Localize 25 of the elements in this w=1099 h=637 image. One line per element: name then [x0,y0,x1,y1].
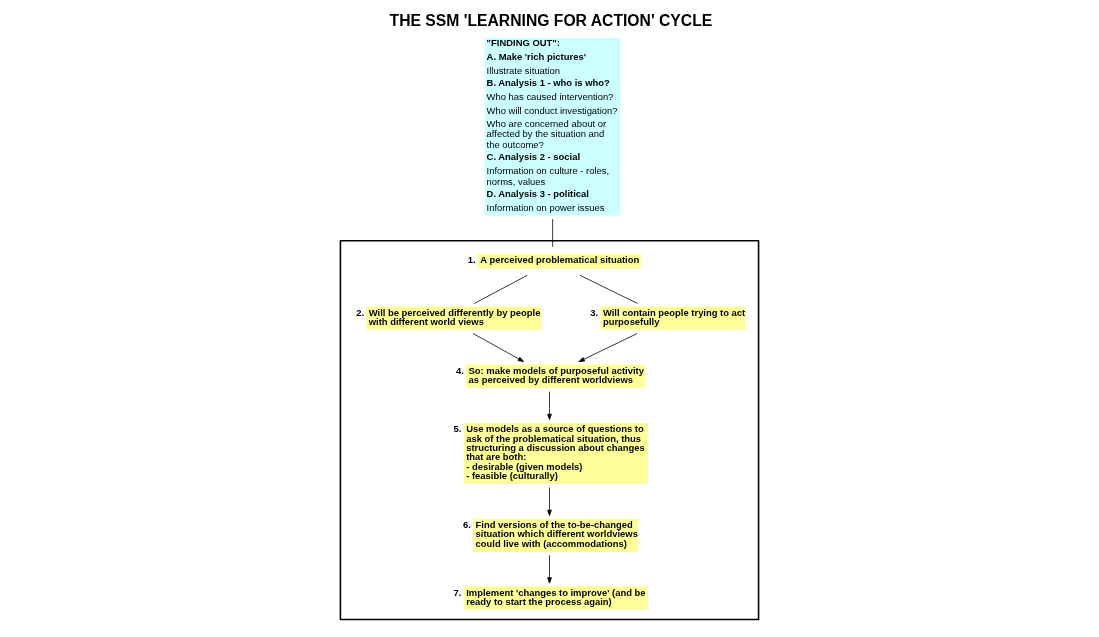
arrow [472,333,525,362]
connector [473,274,528,304]
node-box: So: make models of purposeful activity as perceived by different worldviews [466,364,646,389]
node-box: Use models as a source of questions to ask of the problematical situation, thus structuring a discussion about changes that are both: - desirable (given models) - feasible (culturally) [463,423,648,485]
node-box: Implement 'changes to improve' (and be ready to start the process again) [463,586,648,611]
connector [552,218,554,248]
node-label: 5. [453,423,462,435]
arrow [578,333,638,363]
node-box: Will contain people trying to act purposefully [600,306,746,331]
node-label: 4. [455,364,464,376]
node-box: Find versions of the to-be-changed situation which different worldviews could live with (accommodations) [473,518,639,552]
cluster [339,239,760,621]
node-box: Will be perceived differently by people with different world views [366,306,542,331]
node-label: 7. [453,586,462,598]
node-label: 1. [467,254,476,266]
node-box: "FINDING OUT": A. Make 'rich pictures' Illustrate situation B. Analysis 1 - who is who? Who has caused intervention? Who will conduct investigation? Who are concerned about or affected by the situation and the outcome? C. Analysis 2 - social Information on culture - roles, norms, values D. Analysis 3 - political Information on power issues [484,37,621,216]
arrow [547,487,552,517]
node-label: 3. [590,306,599,318]
node-box: A perceived problematical situation [478,254,641,269]
connector [579,274,638,304]
diagram-title: THE SSM 'LEARNING FOR ACTION' CYCLE [389,12,713,30]
arrow [547,554,552,584]
arrow [547,391,552,421]
node-label: 6. [463,519,471,531]
node-label: 2. [356,306,365,318]
